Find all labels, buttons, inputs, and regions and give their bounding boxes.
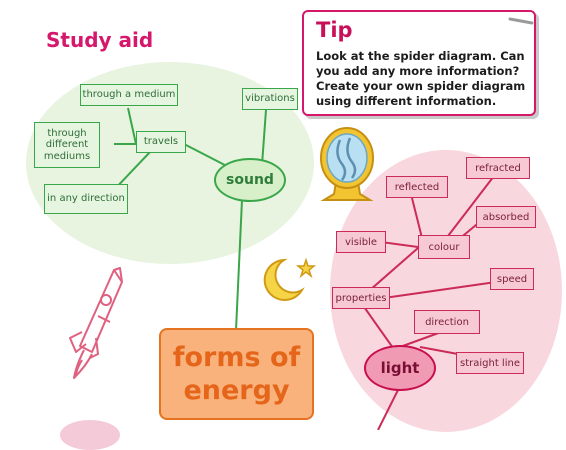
node-in-any-direction: in any direction — [44, 184, 128, 214]
node-speed: speed — [490, 268, 534, 290]
tip-card: Tip Look at the spider diagram. Can you … — [302, 10, 536, 116]
node-through-a-medium: through a medium — [80, 84, 178, 106]
node-sound: sound — [214, 158, 286, 202]
node-vibrations: vibrations — [242, 88, 298, 110]
tip-body: Look at the spider diagram. Can you add … — [316, 49, 526, 108]
node-forms-of-energy: forms of energy — [159, 328, 314, 420]
node-direction: direction — [414, 310, 480, 334]
node-straight-line: straight line — [456, 352, 524, 374]
node-colour: colour — [418, 235, 470, 259]
node-refracted: refracted — [466, 157, 530, 179]
node-properties: properties — [332, 287, 390, 309]
node-through-different-mediums: through different mediums — [34, 122, 100, 168]
node-visible: visible — [336, 231, 386, 253]
pin-icon — [508, 17, 534, 25]
tip-heading: Tip — [316, 18, 353, 42]
node-travels: travels — [136, 131, 186, 153]
mirror-icon — [320, 127, 374, 201]
node-absorbed: absorbed — [476, 206, 536, 228]
node-reflected: reflected — [386, 176, 448, 198]
node-light: light — [364, 345, 436, 391]
moon-star-icon — [263, 257, 317, 301]
page-title: Study aid — [46, 28, 154, 52]
rocket-icon — [69, 267, 123, 379]
